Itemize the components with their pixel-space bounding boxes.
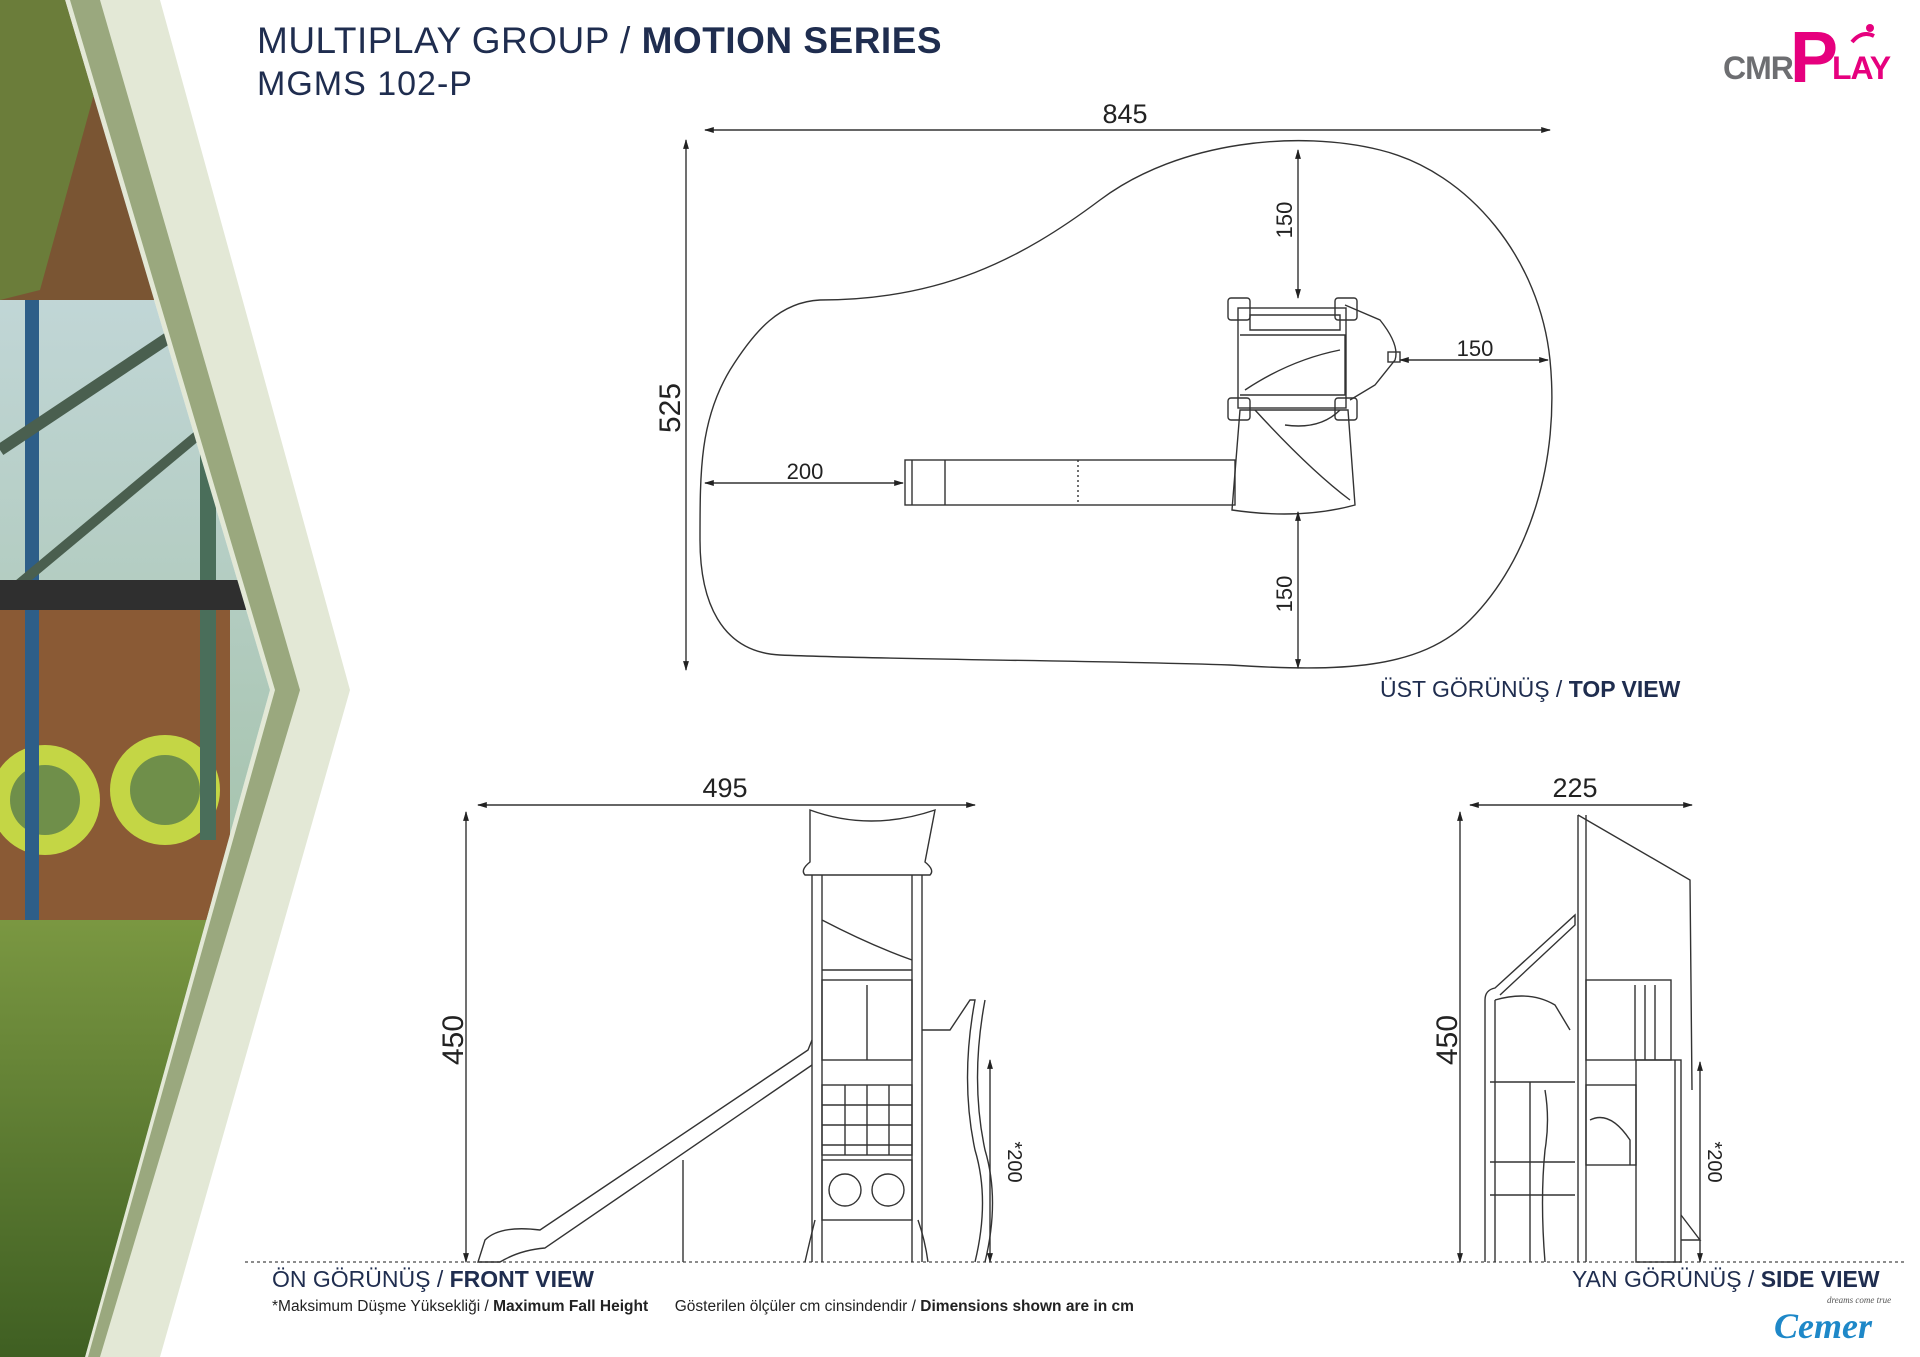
logo-p: P [1790, 18, 1839, 98]
units-note-tr: Gösterilen ölçüler cm cinsindendir / [674, 1298, 916, 1315]
dim-top-left: 200 [787, 459, 824, 484]
dim-side-width: 225 [1552, 773, 1597, 803]
dim-front-fall: *200 [1003, 1141, 1025, 1182]
front-view-elevation [477, 808, 994, 1263]
cemer-wordmark: Cemer [1774, 1306, 1872, 1346]
front-slide [477, 1039, 813, 1263]
units-note-en: Dimensions shown are in cm [920, 1298, 1134, 1315]
logo-lay: LAY [1832, 50, 1891, 86]
header-title: MULTIPLAY GROUP / MOTION SERIES [257, 20, 942, 62]
cemer-logo: dreams come true Cemer [1772, 1295, 1907, 1350]
group-name: MULTIPLAY GROUP / [257, 20, 631, 61]
photo-strip [0, 0, 350, 1357]
logo-figure-icon [1848, 22, 1878, 50]
dim-top-depth: 525 [654, 383, 687, 433]
footer-notes: *Maksimum Düşme Yüksekliği / Maximum Fal… [272, 1298, 1134, 1316]
dim-side-fall: *200 [1703, 1141, 1725, 1182]
cemer-tagline: dreams come true [1827, 1295, 1892, 1305]
dim-top-top: 150 [1272, 202, 1297, 239]
top-view-label: ÜST GÖRÜNÜŞ / TOP VIEW [1380, 676, 1681, 702]
series-name: MOTION SERIES [641, 20, 943, 61]
dim-front-width: 495 [702, 773, 747, 803]
front-view-label: ÖN GÖRÜNÜŞ / FRONT VIEW [272, 1266, 595, 1292]
fall-height-note-tr: *Maksimum Düşme Yüksekliği / [272, 1298, 489, 1315]
side-roof [1577, 814, 1693, 1091]
dim-top-width: 845 [1102, 99, 1147, 129]
dim-front-height: 450 [437, 1015, 470, 1065]
tower-top [1227, 297, 1401, 515]
dim-top-bottom: 150 [1272, 576, 1297, 613]
front-roof [802, 808, 936, 876]
slide-top [904, 459, 1236, 506]
fall-height-note-en: Maximum Fall Height [493, 1298, 649, 1315]
side-view-label: YAN GÖRÜNÜŞ / SIDE VIEW [1572, 1266, 1880, 1292]
dim-top-right: 150 [1457, 336, 1494, 361]
logo-cmr: CMR [1723, 50, 1794, 86]
dim-side-height: 450 [1431, 1015, 1464, 1065]
top-view-plan [699, 140, 1553, 669]
side-view-elevation [1484, 814, 1702, 1263]
model-code: MGMS 102-P [257, 65, 473, 103]
cmrplay-logo: CMR P LAY [1720, 22, 1900, 102]
safety-zone-outline [699, 140, 1553, 669]
